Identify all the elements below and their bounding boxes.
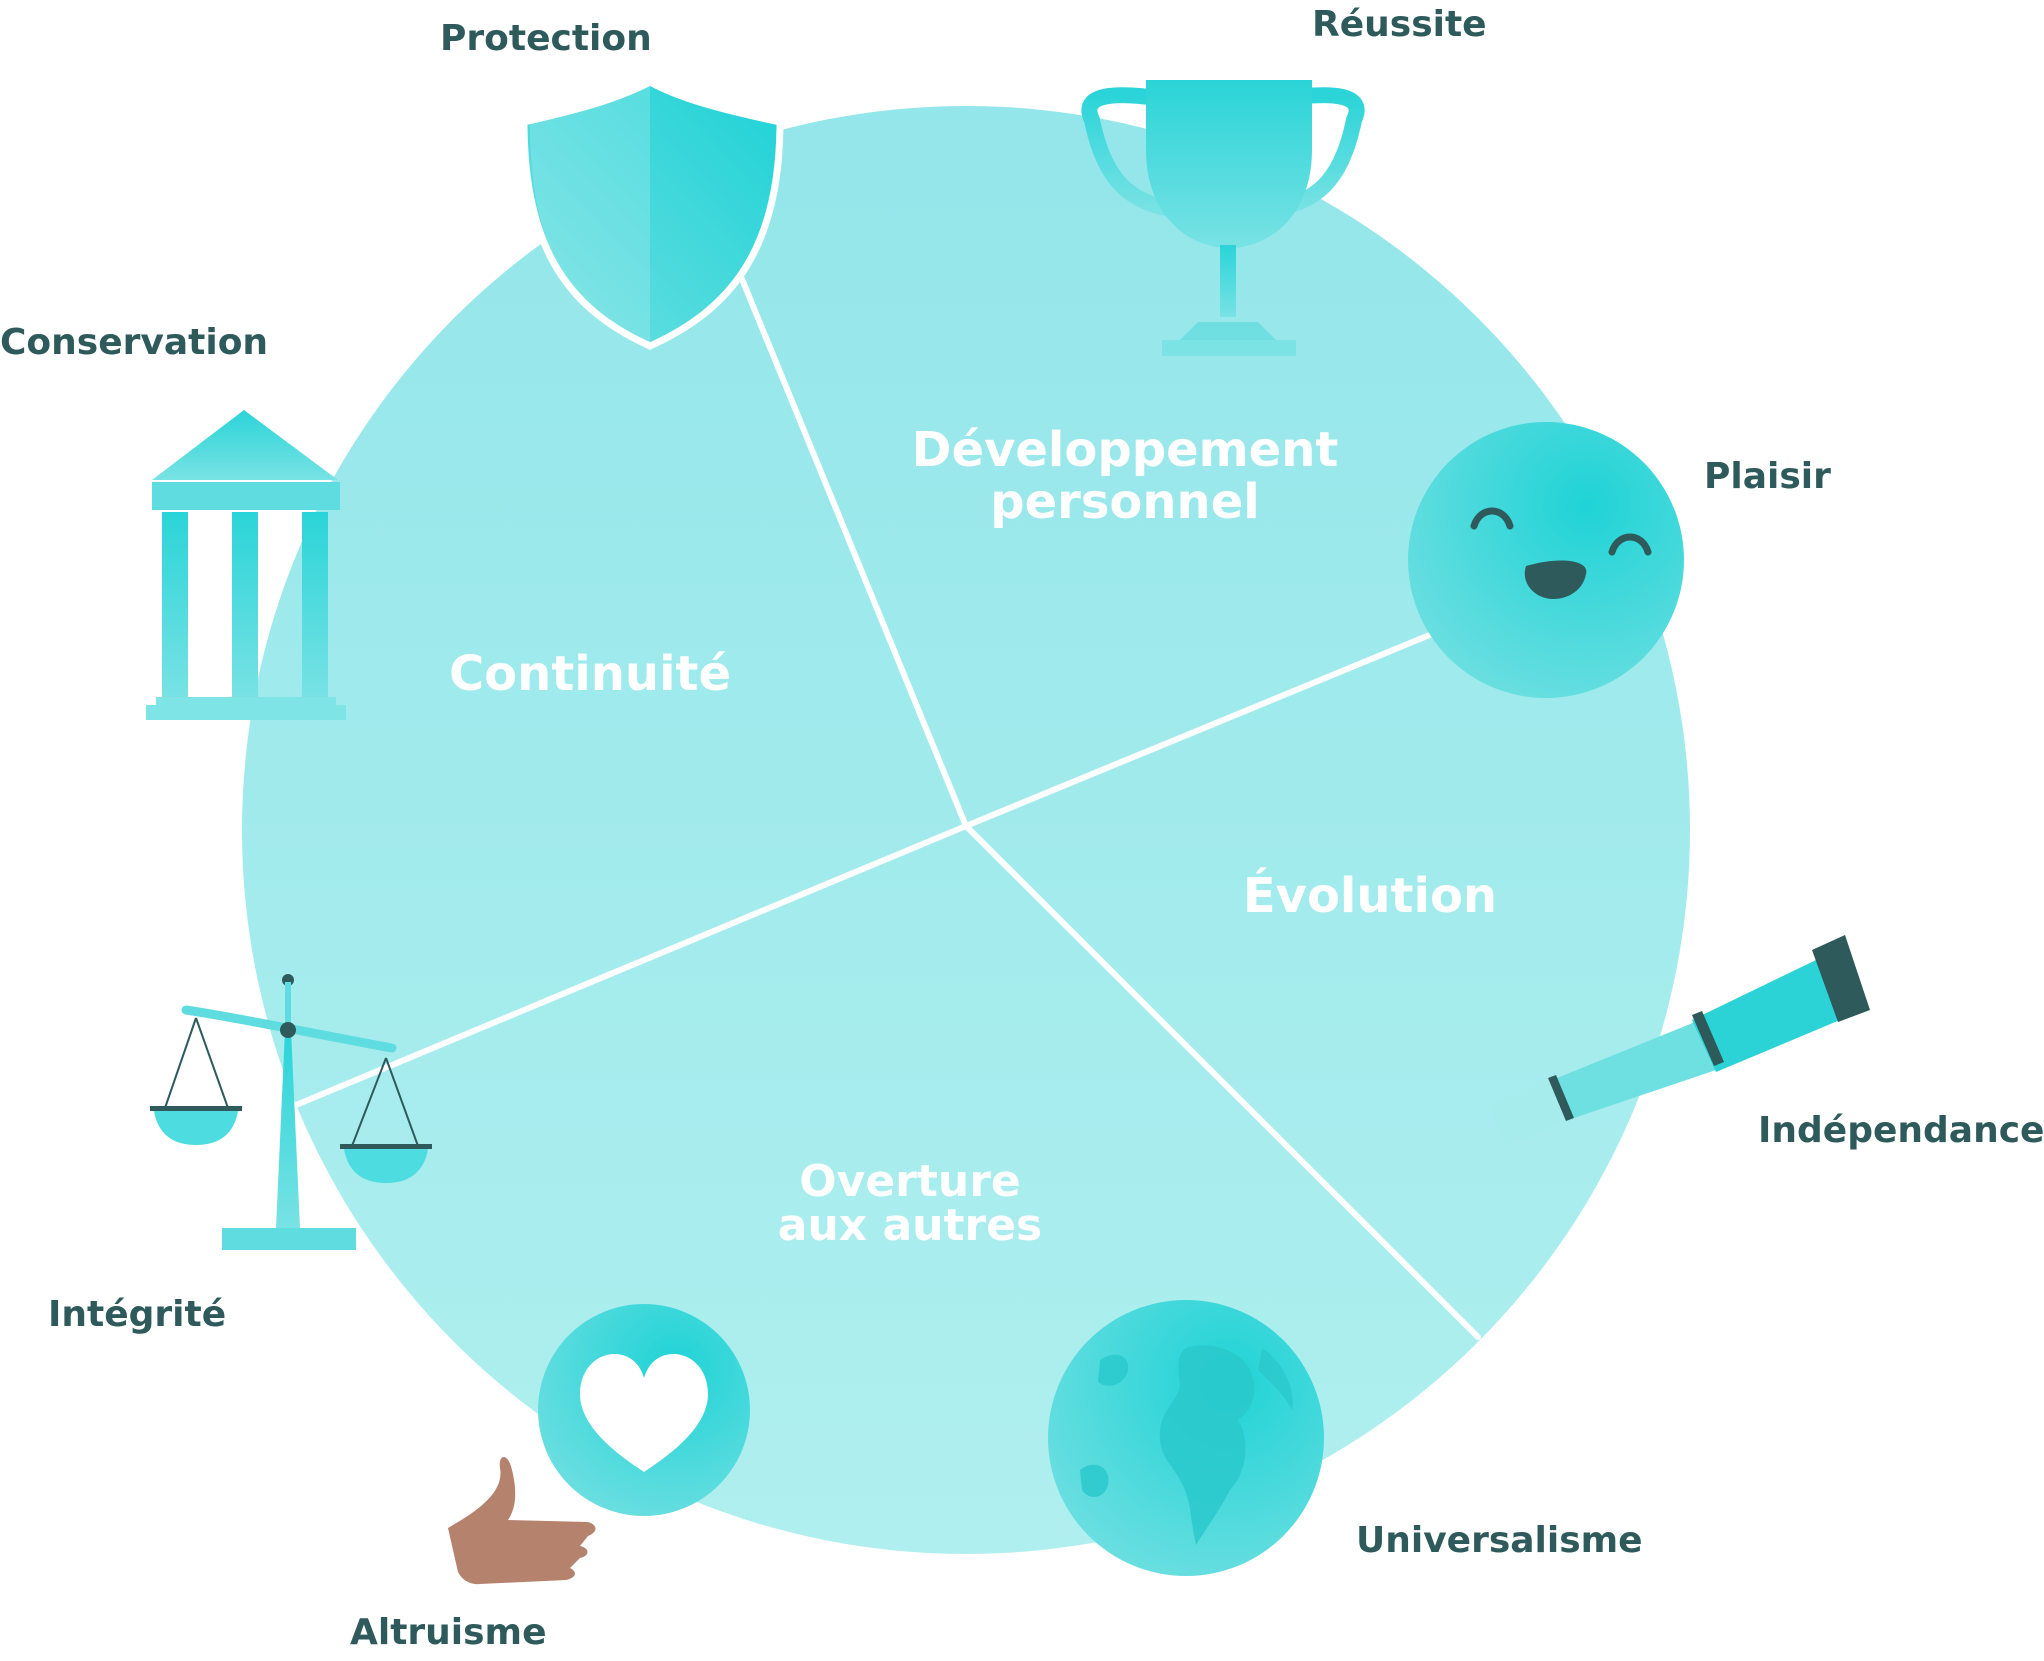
value-label-independance: Indépendance: [1758, 1110, 2044, 1151]
sector-line: Développement: [911, 422, 1339, 478]
value-label-protection: Protection: [440, 18, 652, 59]
scales-icon: [150, 974, 432, 1250]
sector-evolution-label: Évolution: [1200, 870, 1540, 922]
globe-icon: [1048, 1300, 1324, 1576]
temple-icon: [146, 410, 346, 720]
smiley-icon: [1408, 422, 1684, 698]
sector-line: personnel: [990, 474, 1260, 530]
sector-continuite-label: Continuité: [420, 648, 760, 700]
value-label-integrite: Intégrité: [48, 1294, 227, 1335]
divider-right: [963, 631, 1435, 829]
heart-hand-icon: [448, 1304, 750, 1585]
divider-top: [732, 259, 969, 829]
value-label-altruisme: Altruisme: [350, 1612, 547, 1653]
value-label-reussite: Réussite: [1312, 4, 1487, 45]
sector-developpement-label: Développement personnel: [900, 424, 1350, 528]
value-label-conservation: Conservation: [0, 322, 269, 363]
divider-left: [293, 823, 969, 1108]
value-label-plaisir: Plaisir: [1704, 456, 1831, 497]
sector-line: Continuité: [448, 646, 732, 702]
value-label-universalisme: Universalisme: [1356, 1520, 1643, 1561]
divider-bottom: [963, 823, 1481, 1340]
sector-line: Overture: [799, 1156, 1021, 1207]
telescope-icon: [1490, 935, 1870, 1146]
sector-line: aux autres: [777, 1200, 1043, 1251]
trophy-icon: [1081, 80, 1365, 356]
sector-overture-label: Overture aux autres: [730, 1160, 1090, 1248]
sector-line: Évolution: [1242, 868, 1498, 924]
shield-icon: [520, 78, 784, 350]
sector-dividers: [293, 259, 1481, 1340]
